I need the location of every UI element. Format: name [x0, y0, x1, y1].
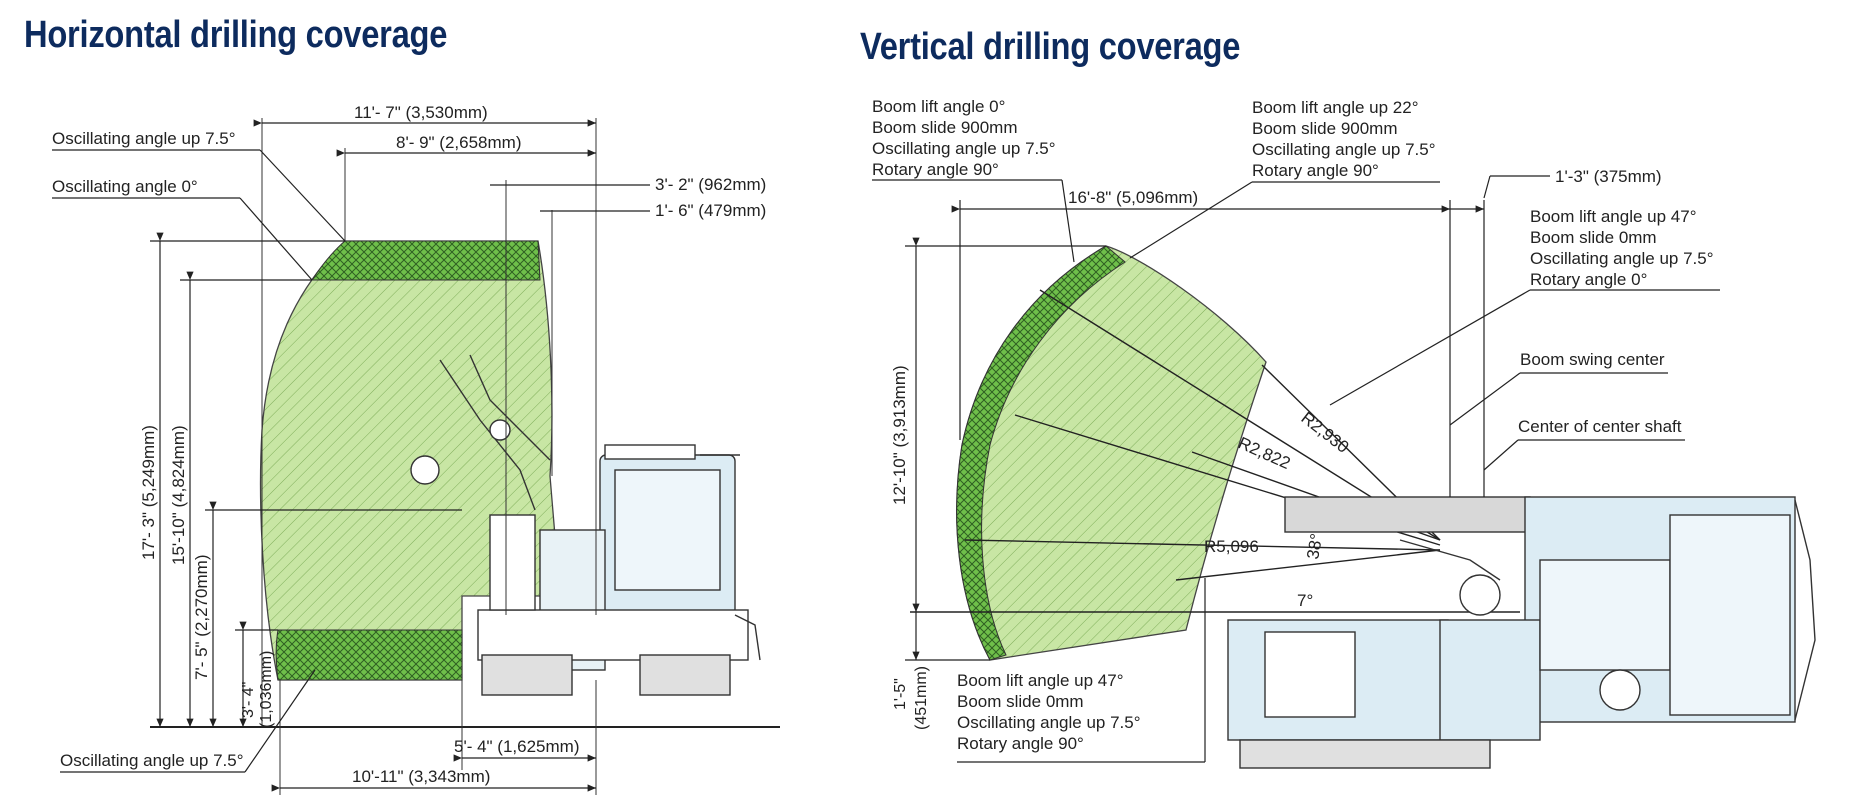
callout-b-line-2: Boom slide 900mm — [1252, 119, 1398, 138]
label-osc-zero: Oscillating angle 0° — [52, 177, 198, 196]
callout-d-line-2: Boom slide 0mm — [957, 692, 1084, 711]
text-v-low-ft: 1'-5" — [892, 678, 909, 710]
label-osc-up-top: Oscillating angle up 7.5° — [52, 129, 236, 148]
text-v-offset: 1'-3" (375mm) — [1555, 167, 1662, 186]
callout-d-line-4: Rotary angle 90° — [957, 734, 1084, 753]
text-h-low-ft: 3'- 4" — [240, 682, 257, 718]
callout-c-line-2: Boom slide 0mm — [1530, 228, 1657, 247]
text-inner-width: 8'- 9" (2,658mm) — [396, 133, 521, 152]
machine-front-view — [410, 354, 761, 696]
text-h-upper: 15'-10" (4,824mm) — [169, 425, 188, 565]
callout-b-line-3: Oscillating angle up 7.5° — [1252, 140, 1436, 159]
vertical-diagram: Boom lift angle 0° Boom slide 900mm Osci… — [872, 97, 1816, 769]
vertical-coverage-area — [956, 245, 1267, 661]
text-radius-1: R2,930 — [1298, 408, 1353, 457]
callout-a-line-2: Boom slide 900mm — [872, 118, 1018, 137]
text-bottom-total: 10'-11" (3,343mm) — [352, 767, 490, 786]
text-angle-7: 7° — [1297, 591, 1313, 610]
callout-c-line-4: Rotary angle 0° — [1530, 270, 1647, 289]
horizontal-guide-lines — [261, 118, 597, 795]
text-v-width: 16'-8" (5,096mm) — [1068, 188, 1198, 207]
callout-a-line-3: Oscillating angle up 7.5° — [872, 139, 1056, 158]
text-radius-2: R2,822 — [1235, 433, 1293, 473]
horizontal-bottom-band — [275, 629, 463, 681]
machine-side-view — [1227, 496, 1816, 769]
label-osc-up-bottom: Oscillating angle up 7.5° — [60, 751, 244, 770]
text-h-total: 17'- 3" (5,249mm) — [139, 425, 158, 560]
label-center-shaft: Center of center shaft — [1518, 417, 1682, 436]
text-offset-b: 1'- 6" (479mm) — [655, 201, 766, 220]
text-bottom-inner: 5'- 4" (1,625mm) — [454, 737, 579, 756]
callout-d-line-1: Boom lift angle up 47° — [957, 671, 1124, 690]
horizontal-diagram: Oscillating angle up 7.5° Oscillating an… — [52, 103, 780, 795]
callout-c-line-3: Oscillating angle up 7.5° — [1530, 249, 1714, 268]
horizontal-coverage-area — [259, 240, 561, 681]
callout-d-line-3: Oscillating angle up 7.5° — [957, 713, 1141, 732]
text-offset-a: 3'- 2" (962mm) — [655, 175, 766, 194]
text-h-low-mm: (1,036mm) — [258, 651, 275, 728]
callout-b-line-4: Rotary angle 90° — [1252, 161, 1379, 180]
callout-c-line-1: Boom lift angle up 47° — [1530, 207, 1697, 226]
text-top-width: 11'- 7" (3,530mm) — [354, 103, 488, 122]
horizontal-top-band — [311, 240, 541, 281]
text-v-low-mm: (451mm) — [913, 666, 930, 730]
callout-b-line-1: Boom lift angle up 22° — [1252, 98, 1419, 117]
text-angle-38: 38° — [1303, 532, 1326, 561]
text-v-height: 12'-10" (3,913mm) — [890, 365, 909, 505]
vertical-coverage-title: Vertical drilling coverage — [860, 26, 1241, 68]
horizontal-coverage-title: Horizontal drilling coverage — [24, 14, 448, 56]
text-h-mid: 7'- 5" (2,270mm) — [192, 555, 211, 680]
callout-a-line-4: Rotary angle 90° — [872, 160, 999, 179]
vertical-coverage-band — [956, 245, 1126, 661]
callout-a-line-1: Boom lift angle 0° — [872, 97, 1005, 116]
text-radius-3: R5,096 — [1204, 537, 1259, 556]
label-swing-center: Boom swing center — [1520, 350, 1665, 369]
